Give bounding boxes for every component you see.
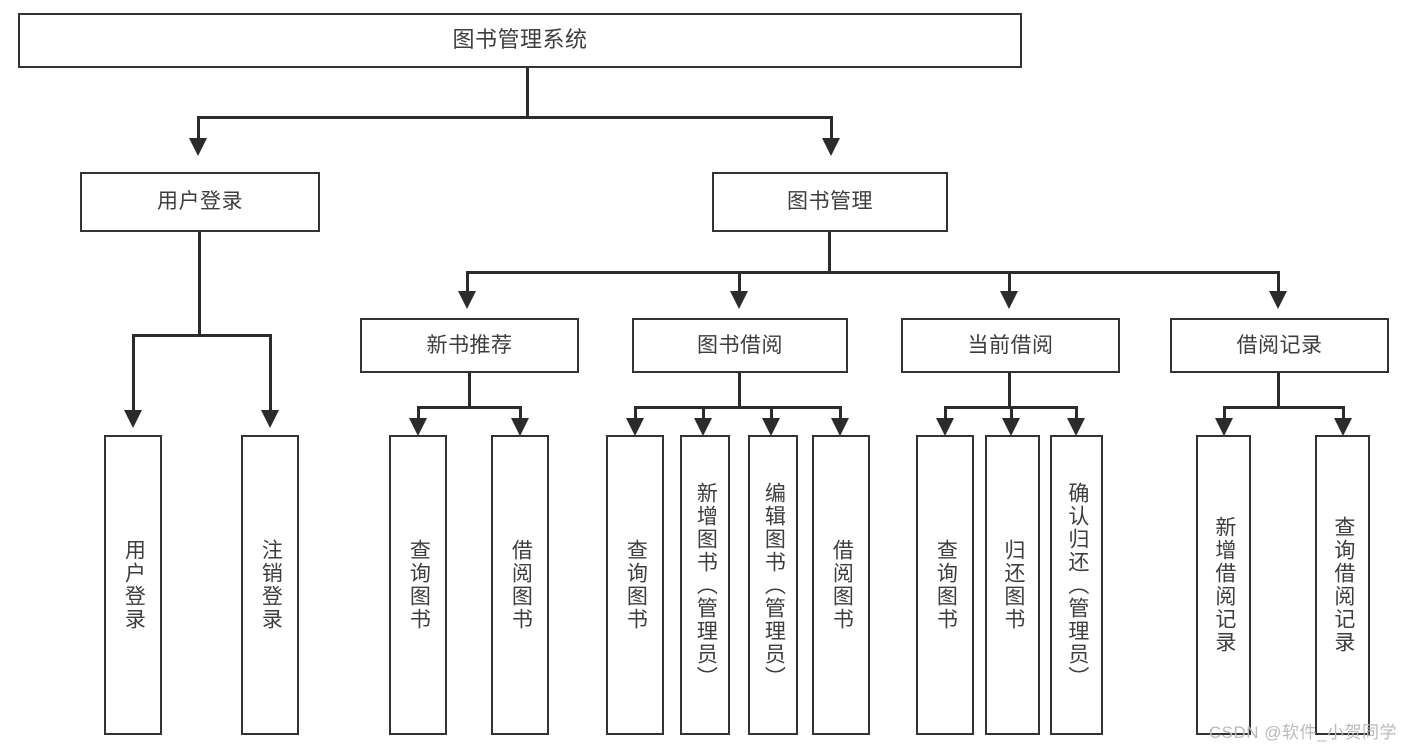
edge-level2-bar [197, 116, 833, 119]
arrow-bb-leaf-2 [694, 418, 712, 436]
node-label: 借阅图书 [509, 539, 533, 631]
arrow-br-leaf-2 [1334, 418, 1352, 436]
edge-level3-bar [466, 271, 1280, 274]
leaf-add-borrow-record[interactable]: 新增借阅记录 [1196, 435, 1251, 735]
edge-br-leaf-2 [1342, 406, 1345, 420]
node-new-book-recommend[interactable]: 新书推荐 [360, 318, 579, 373]
node-label: 图书借阅 [697, 333, 783, 357]
node-label: 借阅图书 [830, 539, 854, 631]
node-label: 查询图书 [407, 539, 431, 631]
edge-to-new-book-recommend [466, 271, 469, 293]
node-label: 归还图书 [1001, 539, 1025, 631]
edge-borrow-record-bar [1223, 406, 1345, 409]
arrow-user-login-leaf-1 [124, 410, 142, 428]
arrow-to-borrow-record [1269, 291, 1287, 309]
edge-user-login-bar [132, 334, 272, 337]
edge-to-book-borrow [738, 271, 741, 293]
node-book-management-system[interactable]: 图书管理系统 [18, 13, 1022, 68]
edge-bb-leaf-3 [770, 406, 773, 420]
edge-cb-leaf-1 [944, 406, 947, 420]
node-user-login[interactable]: 用户登录 [80, 172, 320, 232]
edge-to-current-borrow [1008, 271, 1011, 293]
leaf-query-book-cb[interactable]: 查询图书 [916, 435, 974, 735]
edge-to-user-login [197, 116, 200, 140]
leaf-borrow-book-nbr[interactable]: 借阅图书 [491, 435, 549, 735]
arrow-nbr-leaf-1 [409, 418, 427, 436]
leaf-user-login[interactable]: 用户登录 [104, 435, 162, 735]
edge-bb-leaf-2 [702, 406, 705, 420]
arrow-to-new-book-recommend [458, 291, 476, 309]
node-label: 新书推荐 [426, 333, 513, 357]
node-label: 新增借阅记录 [1212, 516, 1236, 654]
arrow-cb-leaf-1 [936, 418, 954, 436]
edge-nbr-leaf-2 [519, 406, 522, 420]
arrow-user-login-leaf-2 [261, 410, 279, 428]
node-borrow-record[interactable]: 借阅记录 [1170, 318, 1389, 373]
edge-br-leaf-1 [1223, 406, 1226, 420]
node-label: 编辑图书（管理员） [762, 481, 786, 689]
edge-user-login-leaf-1 [132, 334, 135, 412]
arrow-to-book-borrow [730, 291, 748, 309]
leaf-query-borrow-record[interactable]: 查询借阅记录 [1315, 435, 1370, 735]
leaf-logout[interactable]: 注销登录 [241, 435, 299, 735]
arrow-to-current-borrow [1000, 291, 1018, 309]
leaf-confirm-return-admin[interactable]: 确认归还（管理员） [1050, 435, 1103, 735]
node-label: 当前借阅 [967, 333, 1054, 357]
arrow-to-book-management [822, 138, 840, 156]
edge-user-login-stem [198, 232, 201, 336]
node-book-borrow[interactable]: 图书借阅 [632, 318, 848, 373]
edge-root-stem [526, 68, 529, 118]
arrow-cb-leaf-3 [1067, 418, 1085, 436]
leaf-query-book-bb[interactable]: 查询图书 [606, 435, 664, 735]
node-current-borrow[interactable]: 当前借阅 [901, 318, 1120, 373]
edge-borrow-record-stem [1277, 373, 1280, 409]
node-label: 注销登录 [259, 539, 283, 631]
edge-book-borrow-bar [634, 406, 842, 409]
node-label: 查询图书 [624, 539, 648, 631]
edge-bb-leaf-4 [839, 406, 842, 420]
node-label: 确认归还（管理员） [1065, 481, 1089, 689]
edge-cb-leaf-3 [1075, 406, 1078, 420]
edge-to-borrow-record [1277, 271, 1280, 293]
edge-to-book-management [830, 116, 833, 140]
arrow-nbr-leaf-2 [511, 418, 529, 436]
node-label: 查询借阅记录 [1331, 516, 1355, 654]
node-label: 查询图书 [934, 539, 958, 631]
watermark: CSDN @软件_小贺同学 [1208, 723, 1397, 742]
arrow-bb-leaf-3 [762, 418, 780, 436]
node-label: 图书管理系统 [452, 27, 588, 53]
edge-current-borrow-stem [1008, 373, 1011, 409]
node-label: 用户登录 [122, 539, 146, 631]
node-label: 新增图书（管理员） [694, 481, 718, 689]
edge-user-login-leaf-2 [269, 334, 272, 412]
edge-nbr-leaf-1 [417, 406, 420, 420]
arrow-bb-leaf-4 [831, 418, 849, 436]
edge-cb-leaf-2 [1010, 406, 1013, 420]
arrow-br-leaf-1 [1215, 418, 1233, 436]
edge-bb-leaf-1 [634, 406, 637, 420]
edge-new-book-recommend-bar [417, 406, 522, 409]
edge-book-management-stem [828, 232, 831, 274]
leaf-edit-book-admin[interactable]: 编辑图书（管理员） [748, 435, 798, 735]
leaf-borrow-book-bb[interactable]: 借阅图书 [812, 435, 870, 735]
node-label: 借阅记录 [1236, 333, 1323, 357]
edge-new-book-recommend-stem [468, 373, 471, 409]
arrow-bb-leaf-1 [626, 418, 644, 436]
leaf-return-book[interactable]: 归还图书 [985, 435, 1040, 735]
node-label: 图书管理 [787, 190, 873, 214]
arrow-cb-leaf-2 [1002, 418, 1020, 436]
arrow-to-user-login [189, 138, 207, 156]
node-book-management[interactable]: 图书管理 [712, 172, 948, 232]
edge-book-borrow-stem [738, 373, 741, 409]
leaf-add-book-admin[interactable]: 新增图书（管理员） [680, 435, 730, 735]
leaf-query-book-nbr[interactable]: 查询图书 [389, 435, 447, 735]
node-label: 用户登录 [157, 190, 243, 214]
